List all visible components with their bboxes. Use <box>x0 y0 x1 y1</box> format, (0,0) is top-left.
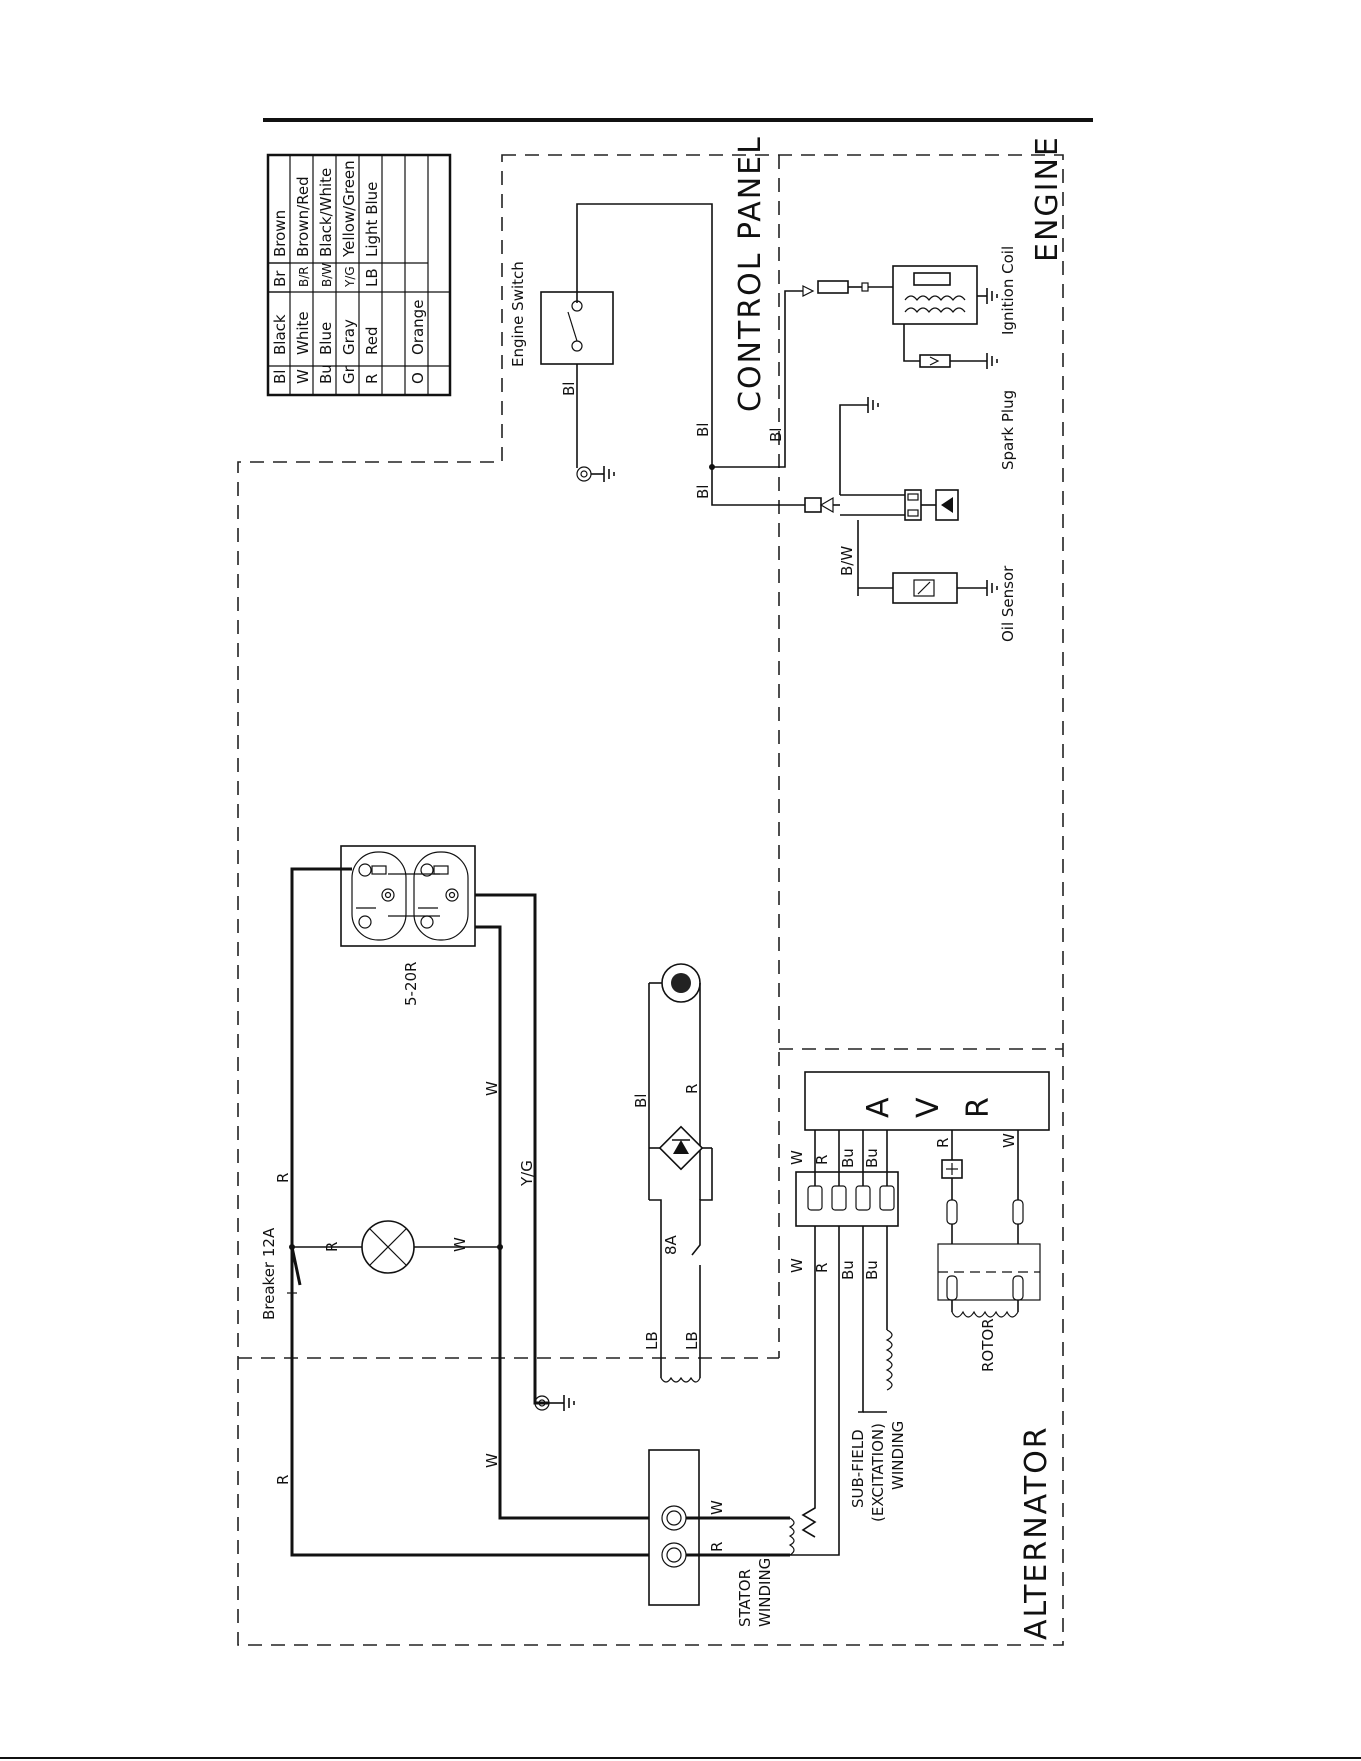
wire-label-bl-top: Bl <box>694 423 712 437</box>
wire-label-bl-switch: Bl <box>560 382 578 396</box>
wire-label-yg: Y/G <box>518 1160 536 1187</box>
wire-label-bw: B/W <box>838 546 856 576</box>
legend-code-br: Br <box>271 270 289 287</box>
wire-label-w-top: W <box>483 1081 501 1096</box>
oil-sensor-label: Oil Sensor <box>999 565 1017 642</box>
legend-name-brown: Brown <box>271 210 289 257</box>
engine-switch-label: Engine Switch <box>509 261 527 367</box>
wire-label-r-stator: R <box>708 1542 726 1552</box>
wire-label-w-left: W <box>483 1453 501 1468</box>
avr-connector <box>795 1130 899 1227</box>
sub-field-label-3: WINDING <box>889 1421 907 1490</box>
wire-label-w-stator: W <box>708 1500 726 1515</box>
ignition-coil <box>802 265 998 369</box>
color-legend: Bl Black W White Bu Blue Gr Gray R Red O… <box>266 153 452 397</box>
avr-pin-w-top: W <box>788 1150 806 1165</box>
legend-name-yellow-green: Yellow/Green <box>340 160 358 258</box>
avr-pin-bu-bottom-2: Bu <box>863 1260 881 1280</box>
wire-label-w-lamp: W <box>451 1237 469 1252</box>
ignition-coil-label: Ignition Coil <box>999 246 1017 335</box>
legend-code-gr: Gr <box>340 365 358 384</box>
wire-label-r-left: R <box>274 1475 292 1485</box>
avr-letter-a: A <box>861 1095 896 1118</box>
legend-name-blue: Blue <box>317 322 335 355</box>
rectifier-circuit <box>648 963 713 1383</box>
breaker-label: Breaker 12A <box>260 1227 278 1320</box>
section-boundaries <box>237 154 1064 1646</box>
avr-pin-bu-top-2: Bu <box>863 1148 881 1168</box>
sub-field-label-2: (EXCITATION) <box>869 1423 887 1522</box>
avr-pin-r-top: R <box>813 1155 831 1165</box>
stator-terminal-block <box>648 1449 795 1606</box>
legend-code-b-w: B/W <box>320 263 334 287</box>
legend-name-red: Red <box>363 327 381 356</box>
legend-name-brown-red: Brown/Red <box>294 176 312 257</box>
receptacle-ground <box>534 1395 575 1411</box>
receptacle-5-20r <box>340 845 476 947</box>
avr-pin-bu-bottom-1: Bu <box>839 1260 857 1280</box>
rotor <box>937 1130 1041 1318</box>
receptacle-label: 5-20R <box>402 962 420 1006</box>
wire-label-r-top: R <box>274 1173 292 1183</box>
legend-code-r: R <box>363 374 381 384</box>
section-title-control-panel: CONTROL PANEL <box>733 135 768 412</box>
engine-ground-junction <box>804 397 959 596</box>
legend-name-black: Black <box>271 314 289 355</box>
legend-name-light-blue: Light Blue <box>363 182 381 257</box>
legend-name-white: White <box>294 311 312 355</box>
wire-label-r-rotor: R <box>934 1138 952 1148</box>
legend-code-lb: LB <box>363 268 381 287</box>
engine-switch <box>540 291 614 426</box>
rotor-label: ROTOR <box>979 1318 997 1372</box>
wire-label-r-rectifier: R <box>683 1084 701 1094</box>
avr-pin-w-bottom: W <box>788 1258 806 1273</box>
oil-sensor <box>858 572 998 604</box>
switch-ground <box>576 426 615 482</box>
wire-label-w-rotor: W <box>1000 1133 1018 1148</box>
legend-code-w: W <box>294 369 312 384</box>
avr-letter-r: R <box>961 1095 996 1118</box>
stator-label-2: WINDING <box>756 1558 774 1627</box>
avr-pin-r-bottom: R <box>813 1263 831 1273</box>
spark-plug-label: Spark Plug <box>999 390 1017 470</box>
legend-name-black-white: Black/White <box>317 168 335 257</box>
legend-name-orange: Orange <box>409 300 427 355</box>
section-title-engine: ENGINE <box>1030 135 1065 262</box>
legend-code-y-g: Y/G <box>343 266 357 288</box>
legend-code-bu: Bu <box>317 364 335 384</box>
legend-code-o: O <box>409 372 427 384</box>
wire-label-lb-2: LB <box>683 1331 701 1350</box>
legend-name-gray: Gray <box>340 319 358 355</box>
avr-pin-bu-top-1: Bu <box>839 1148 857 1168</box>
legend-code-br-r: B/R <box>297 266 311 287</box>
wire-label-r-lamp: R <box>323 1242 341 1252</box>
avr-module: A V R <box>804 1071 1050 1131</box>
fuse-label: 8A <box>662 1234 680 1255</box>
legend-code-bl: Bl <box>271 370 289 384</box>
wire-label-bl-right: Bl <box>767 428 785 442</box>
indicator-lamp <box>292 1220 503 1274</box>
sub-field-label-1: SUB-FIELD <box>849 1429 867 1508</box>
wire-label-bl-rectifier: Bl <box>632 1094 650 1108</box>
section-title-alternator: ALTERNATOR <box>1019 1425 1054 1640</box>
wire-label-lb-1: LB <box>643 1331 661 1350</box>
stator-label-1: STATOR <box>736 1569 754 1627</box>
avr-letter-v: V <box>911 1095 946 1118</box>
wire-label-bl-mid: Bl <box>694 485 712 499</box>
